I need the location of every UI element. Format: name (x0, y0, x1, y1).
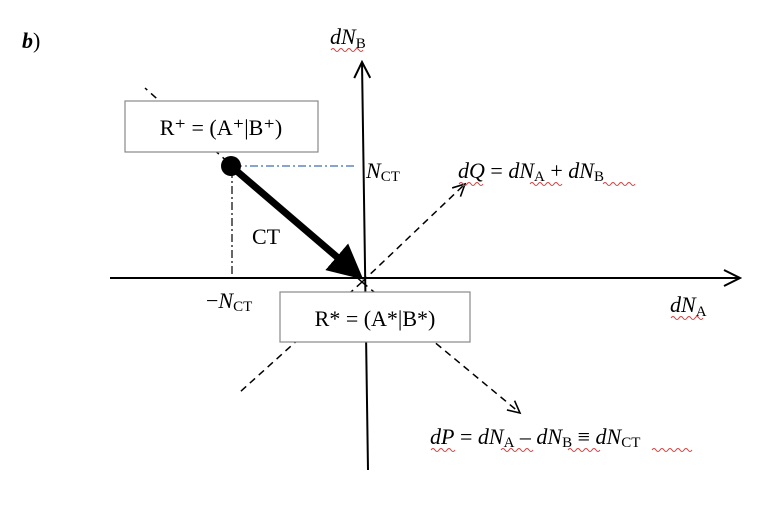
dq-equation: dQ = dNA + dNB (458, 158, 604, 185)
n-ct-positive-label: NCT (365, 158, 400, 185)
squiggle-dnb-eq2 (567, 448, 601, 452)
r-plus-point (221, 156, 241, 176)
r-plus-box (124, 100, 319, 153)
squiggle-dna-eq1 (529, 182, 563, 186)
n-ct-negative-label: −NCT (206, 288, 252, 315)
r-star-label: R* = (A*|B*) (315, 306, 436, 331)
squiggle-dna-axis (670, 316, 704, 320)
ct-arrow-label: CT (252, 224, 281, 249)
r-star-box (279, 291, 471, 343)
squiggle-dq (458, 182, 484, 186)
r-plus-label: R⁺ = (A⁺|B⁺) (160, 115, 283, 140)
ct-arrow (229, 164, 364, 280)
y-axis-label: dNB (330, 24, 366, 52)
dq-axis-upper (361, 182, 467, 283)
panel-label: b) (22, 28, 40, 53)
squiggle-dnct (651, 448, 693, 452)
squiggle-dnb (330, 48, 364, 52)
dp-axis-lower (361, 281, 522, 415)
squiggle-dnb-eq1 (602, 182, 636, 186)
x-axis-label: dNA (670, 292, 707, 320)
squiggle-dna-eq2 (500, 448, 534, 452)
squiggle-dp (430, 448, 456, 452)
y-axis (362, 62, 368, 471)
dp-equation: dP = dNA – dNB ≡ dNCT (430, 424, 640, 451)
